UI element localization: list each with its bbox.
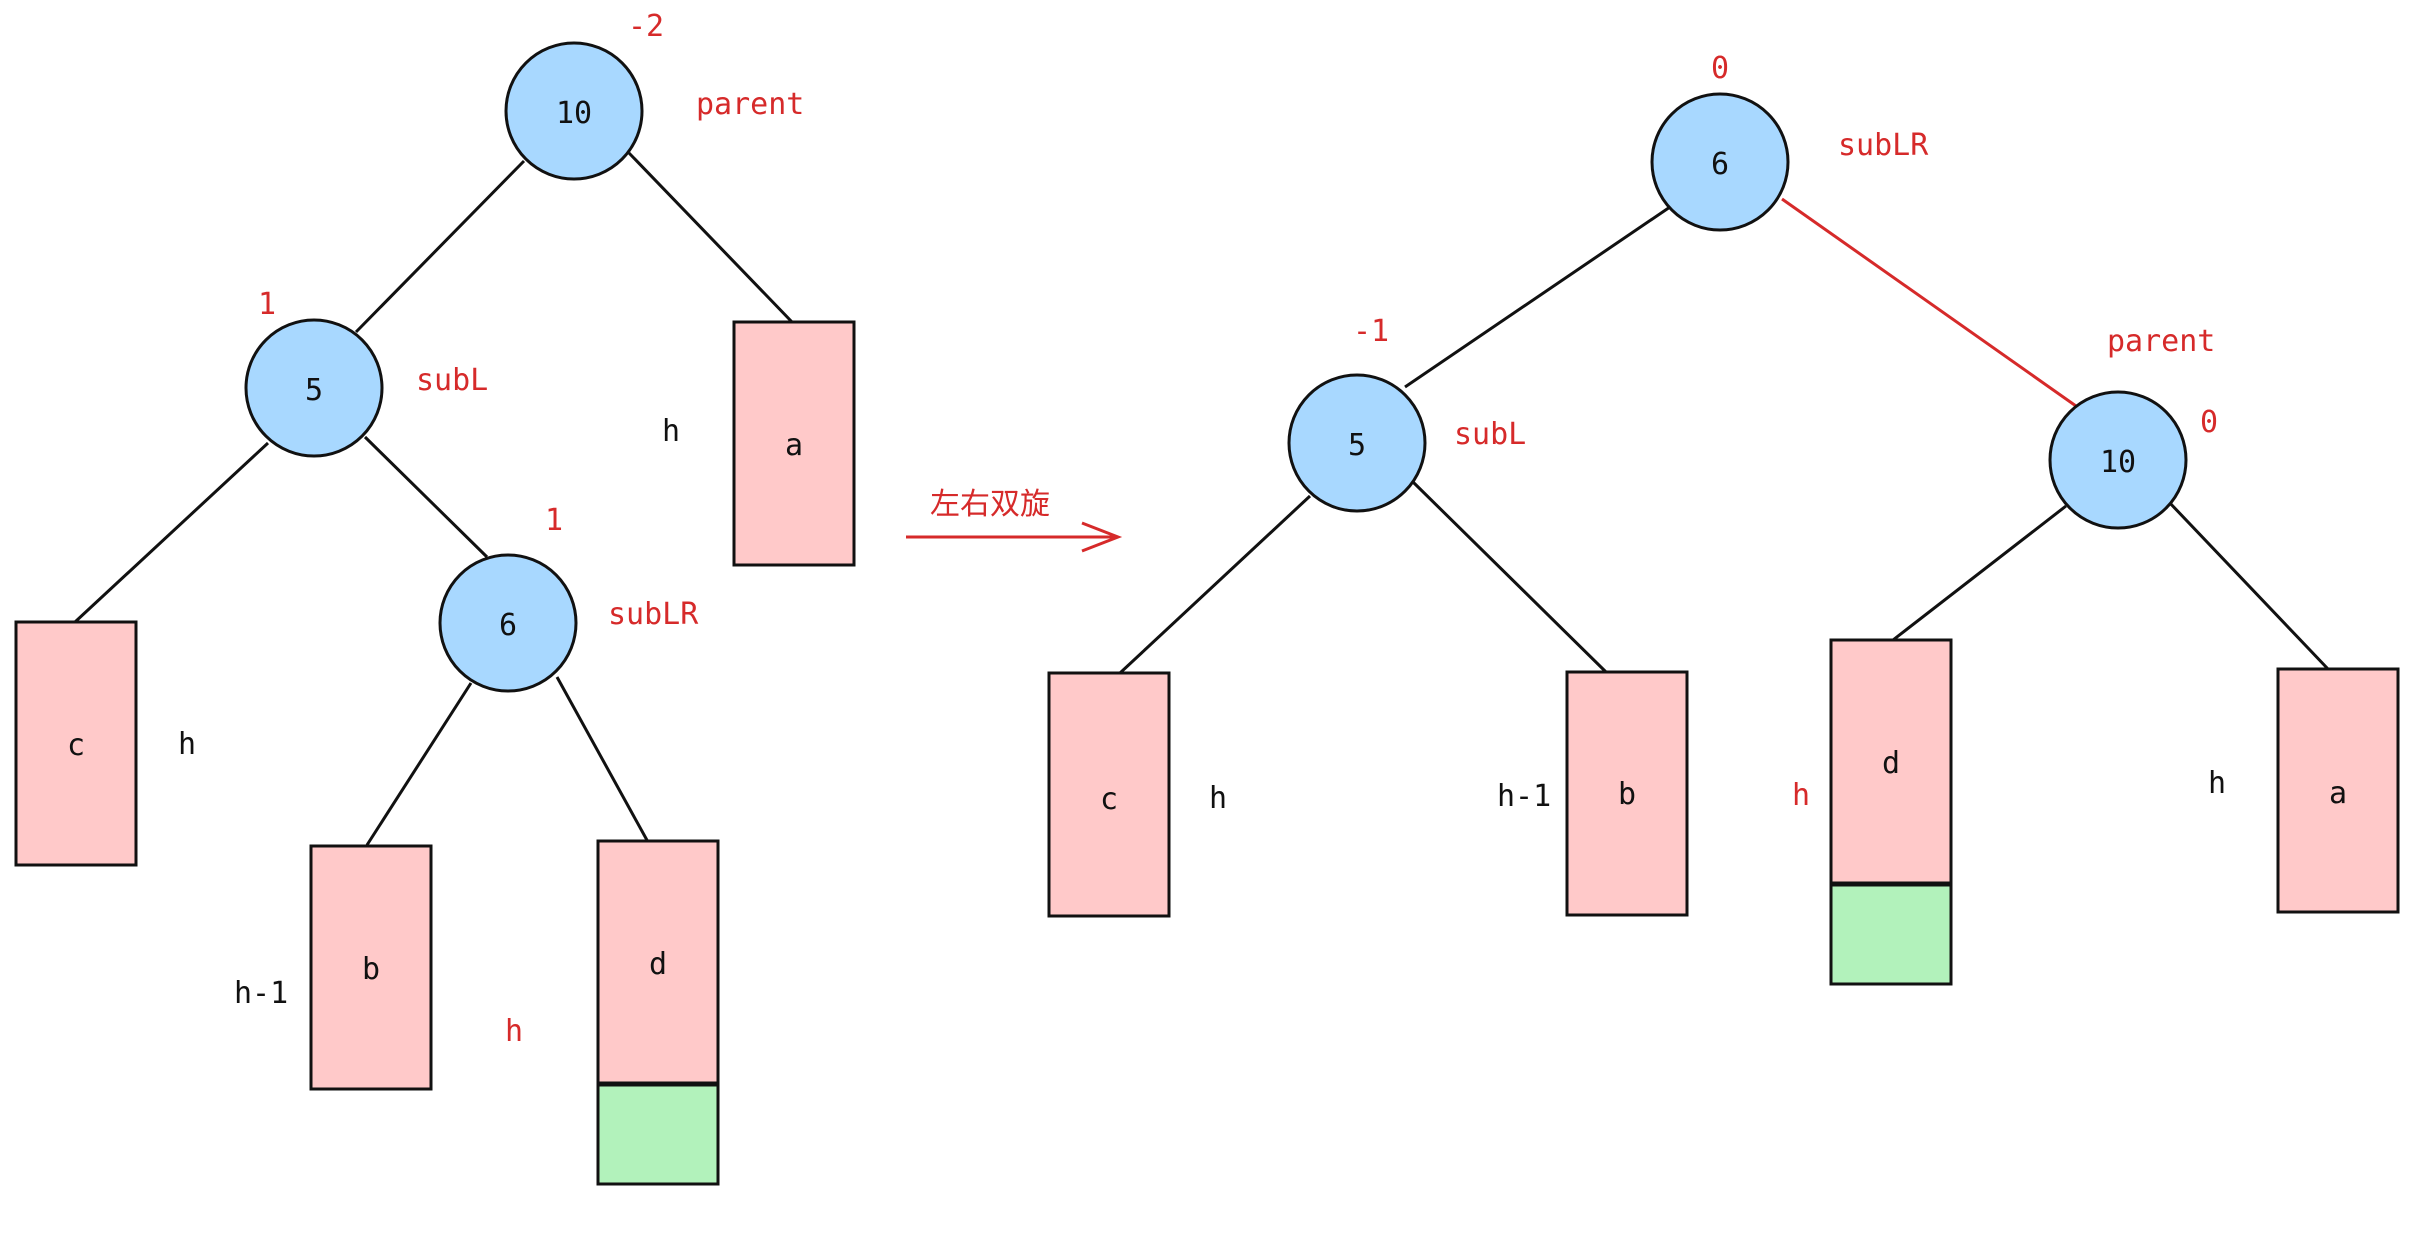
after-tree: 6 5 10 0 subLR -1 subL 0 parent c h b h-… [1047,51,2400,986]
node-key: 5 [1348,428,1366,463]
subtree-name: d [649,947,667,982]
subtree-c: c h [14,620,196,867]
subtree-box [2276,667,2400,914]
subtree-d: d h [1792,638,1953,986]
subtree-box [732,320,856,567]
edge-6-to-d [555,676,650,843]
node-role-label: subLR [608,597,699,632]
tree-node-parent: 10 [2048,390,2188,530]
subtree-name: a [2329,776,2347,811]
subtree-name: d [1882,746,1900,781]
subtree-height: h [178,727,196,762]
edge-6-to-10 [1781,197,2077,408]
inserted-level-box [596,1082,720,1186]
subtree-b: b h-1 [234,844,433,1091]
subtree-box [309,844,433,1091]
edge-10-to-a [627,151,794,324]
balance-factor: 0 [2200,405,2218,440]
node-role-label: subL [1454,417,1526,452]
node-key: 6 [499,608,517,643]
tree-node-subLR: 6 [1650,92,1790,232]
edge-5-to-c [73,441,270,624]
subtree-height: h-1 [234,976,288,1011]
subtree-box [14,620,138,867]
node-circle [1650,92,1790,232]
edge-6-to-b [365,682,473,846]
node-circle [244,318,384,458]
subtree-d: d h [505,839,720,1186]
subtree-height: h [505,1014,523,1049]
edge-10-to-d [1892,504,2067,642]
balance-factor: 1 [258,287,276,322]
node-key: 10 [2100,445,2136,480]
node-circle [2048,390,2188,530]
subtree-b: b h-1 [1497,670,1689,917]
node-role-label: subLR [1838,128,1929,163]
edge-10-to-a [2166,499,2330,671]
subtree-box [1829,638,1953,886]
inserted-level-box [1829,882,1953,986]
node-role-label: subL [416,363,488,398]
subtree-a: a h [662,320,856,567]
rotation-arrow: 左右双旋 [906,487,1123,553]
subtree-c: c h [1047,671,1227,918]
subtree-height: h [1792,778,1810,813]
node-role-label: parent [696,87,804,122]
subtree-name: a [785,428,803,463]
tree-node-subLR: 6 [438,553,578,693]
node-role-label: parent [2107,324,2215,359]
edge-6-to-5 [1404,205,1671,389]
right-arrow-icon [906,521,1123,553]
subtree-box [1047,671,1171,918]
tree-node-subL: 5 [1287,373,1427,513]
subtree-name: b [1618,777,1636,812]
node-circle [504,41,644,181]
rotation-label: 左右双旋 [930,487,1050,522]
node-circle [438,553,578,693]
node-key: 5 [305,373,323,408]
edge-10-to-5 [354,159,526,334]
node-key: 10 [556,96,592,131]
balance-factor: -2 [628,9,664,44]
node-key: 6 [1711,147,1729,182]
subtree-box [1565,670,1689,917]
subtree-name: c [1100,782,1118,817]
before-tree: 10 5 6 -2 parent 1 subL 1 subLR a h c h [14,9,856,1186]
tree-node-subL: 5 [244,318,384,458]
node-circle [1287,373,1427,513]
balance-factor: 1 [545,503,563,538]
edge-5-to-c [1118,494,1312,675]
subtree-name: b [362,952,380,987]
tree-node-parent: 10 [504,41,644,181]
subtree-height: h [1209,781,1227,816]
subtree-name: c [67,728,85,763]
balance-factor: 0 [1711,51,1729,86]
edge-5-to-6 [363,435,489,559]
subtree-height: h [662,414,680,449]
subtree-height: h [2208,766,2226,801]
subtree-height: h-1 [1497,779,1551,814]
edge-5-to-b [1411,480,1608,674]
balance-factor: -1 [1353,314,1389,349]
subtree-a: a h [2208,667,2400,914]
